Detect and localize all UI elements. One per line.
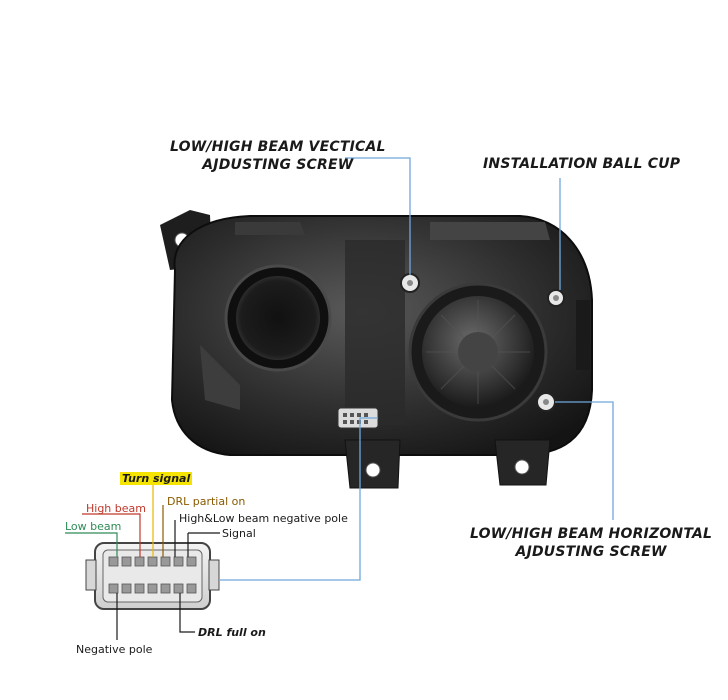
headlight-housing: [160, 210, 593, 489]
vertical-screw-line1: LOW/HIGH BEAM VECTICAL: [170, 139, 386, 155]
ball-cup-callout: INSTALLATION BALL CUP: [483, 155, 680, 173]
connector-detail: [85, 542, 220, 610]
horizontal-screw-line2: AJDUSTING SCREW: [515, 544, 667, 560]
leader-lines: [220, 157, 614, 581]
horizontal-screw-line1: LOW/HIGH BEAM HORIZONTAL: [470, 526, 713, 542]
signal-label: Signal: [222, 527, 256, 540]
low-beam-label: Low beam: [65, 520, 122, 533]
vertical-screw-line2: AJDUSTING SCREW: [202, 157, 354, 173]
ball-cup-line1: INSTALLATION BALL CUP: [483, 156, 681, 172]
drl-full-label: DRL full on: [198, 626, 266, 639]
high-beam-label: High beam: [86, 502, 146, 515]
pin-leaders: [65, 485, 220, 640]
turn-signal-label: Turn signal: [120, 472, 193, 485]
vertical-screw-callout: LOW/HIGH BEAM VECTICAL AJDUSTING SCREW: [170, 138, 386, 174]
horizontal-screw-callout: LOW/HIGH BEAM HORIZONTAL AJDUSTING SCREW: [470, 525, 712, 561]
drl-partial-label: DRL partial on: [167, 495, 246, 508]
negative-pole-hl-label: High&Low beam negative pole: [179, 512, 348, 525]
negative-pole-label: Negative pole: [76, 643, 153, 656]
